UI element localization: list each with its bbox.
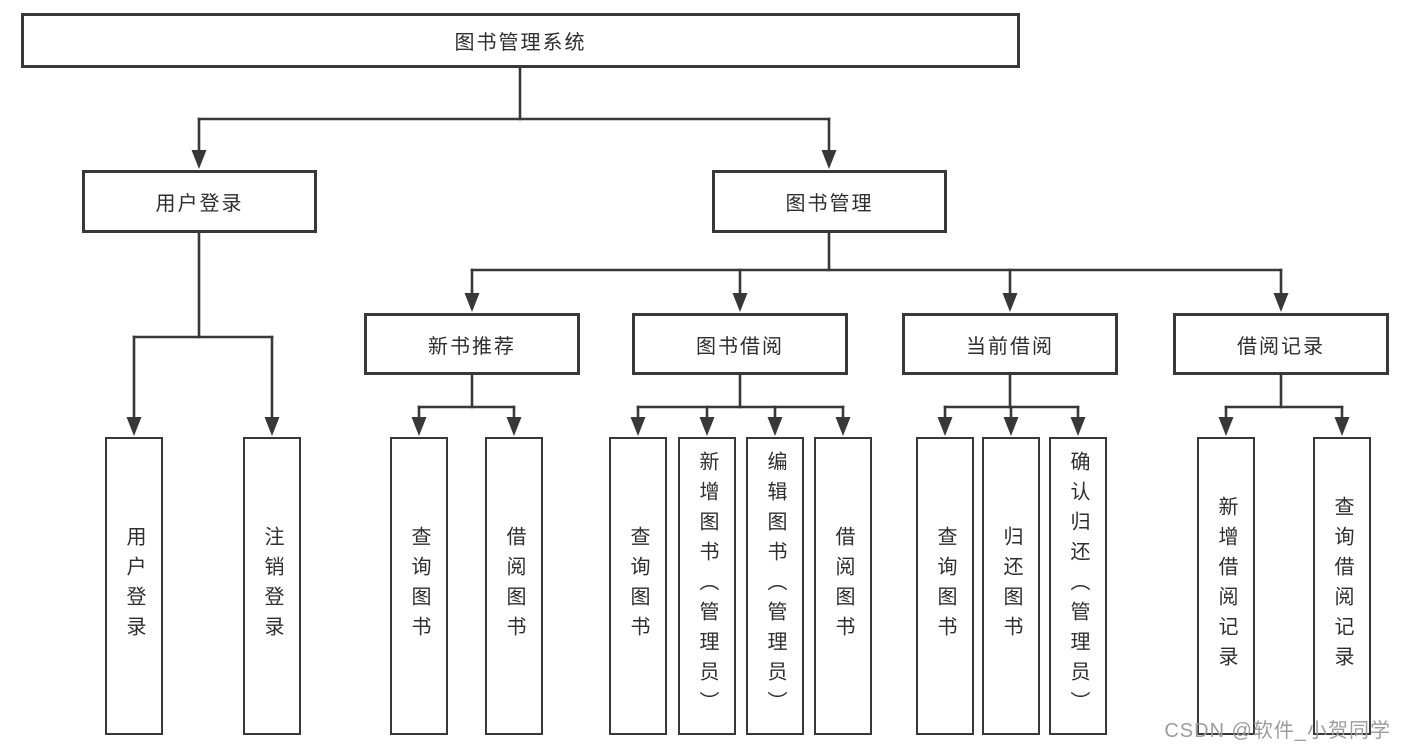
leaf-borrow-books-under-recommend: 借阅图书 xyxy=(485,437,543,735)
arrowhead-icon xyxy=(1002,293,1018,312)
node-library-management-system: 图书管理系统 xyxy=(21,13,1020,68)
node-current-borrowing: 当前借阅 xyxy=(902,313,1118,375)
arrowhead-icon xyxy=(1273,293,1289,312)
arrowhead-icon xyxy=(699,417,715,436)
leaf-query-books-under-current: 查询图书 xyxy=(916,437,974,735)
arrowhead-icon xyxy=(732,293,748,312)
leaf-logout: 注销登录 xyxy=(243,437,301,735)
node-borrowing-records: 借阅记录 xyxy=(1173,313,1389,375)
node-label: 借阅记录 xyxy=(1237,335,1325,358)
node-label: 图书借阅 xyxy=(696,335,784,358)
arrowhead-icon xyxy=(126,417,142,436)
leaf-query-books-under-recommend: 查询图书 xyxy=(390,437,448,735)
arrowhead-icon xyxy=(835,417,851,436)
leaf-label: 用户登录 xyxy=(123,526,145,646)
node-label: 用户登录 xyxy=(155,193,244,215)
arrowhead-icon xyxy=(411,417,427,436)
arrowhead-icon xyxy=(264,417,280,436)
arrowhead-icon xyxy=(1218,417,1234,436)
arrowhead-icon xyxy=(821,150,837,169)
arrowhead-icon xyxy=(1334,417,1350,436)
leaf-add-books-admin: 新增图书（管理员） xyxy=(678,437,736,735)
leaf-query-borrow-record: 查询借阅记录 xyxy=(1313,437,1371,735)
arrowhead-icon xyxy=(464,293,480,312)
leaf-label: 新增借阅记录 xyxy=(1215,496,1237,676)
leaf-user-login: 用户登录 xyxy=(105,437,163,735)
arrowhead-icon xyxy=(1003,417,1019,436)
csdn-watermark: CSDN @软件_小贺同学 xyxy=(1164,720,1391,742)
leaf-label: 查询图书 xyxy=(934,526,956,646)
leaf-borrow-books-under-borrowing: 借阅图书 xyxy=(814,437,872,735)
leaf-label: 借阅图书 xyxy=(832,526,854,646)
leaf-label: 编辑图书（管理员） xyxy=(764,451,786,721)
leaf-label: 借阅图书 xyxy=(503,526,525,646)
node-book-management: 图书管理 xyxy=(712,170,947,233)
node-label: 新书推荐 xyxy=(428,335,516,358)
node-user-login: 用户登录 xyxy=(82,170,317,233)
leaf-edit-books-admin: 编辑图书（管理员） xyxy=(746,437,804,735)
leaf-return-books: 归还图书 xyxy=(982,437,1040,735)
arrowhead-icon xyxy=(630,417,646,436)
node-label: 图书管理 xyxy=(785,193,874,215)
node-label: 当前借阅 xyxy=(966,335,1054,358)
leaf-label: 新增图书（管理员） xyxy=(696,451,718,721)
leaf-label: 归还图书 xyxy=(1000,526,1022,646)
node-label: 图书管理系统 xyxy=(454,32,587,54)
node-new-book-recommend: 新书推荐 xyxy=(364,313,580,375)
leaf-label: 查询图书 xyxy=(408,526,430,646)
arrowhead-icon xyxy=(937,417,953,436)
leaf-add-borrow-record: 新增借阅记录 xyxy=(1197,437,1255,735)
leaf-confirm-return-admin: 确认归还（管理员） xyxy=(1049,437,1107,735)
leaf-label: 确认归还（管理员） xyxy=(1067,451,1089,721)
arrowhead-icon xyxy=(1070,417,1086,436)
leaf-query-books-under-borrowing: 查询图书 xyxy=(609,437,667,735)
arrowhead-icon xyxy=(506,417,522,436)
arrowhead-icon xyxy=(767,417,783,436)
leaf-label: 注销登录 xyxy=(261,526,283,646)
node-book-borrowing: 图书借阅 xyxy=(632,313,848,375)
leaf-label: 查询图书 xyxy=(627,526,649,646)
leaf-label: 查询借阅记录 xyxy=(1331,496,1353,676)
arrowhead-icon xyxy=(191,150,207,169)
